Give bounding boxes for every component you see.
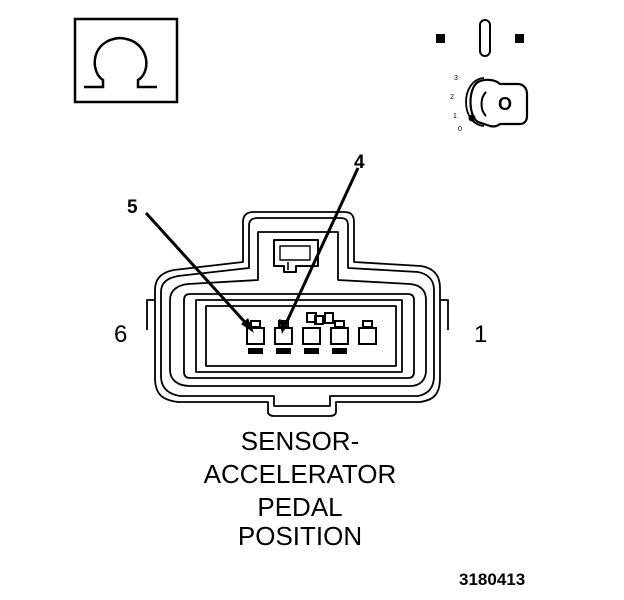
key-position-0: 0 [458, 126, 462, 133]
connector-housing [146, 211, 449, 417]
pin-cavity-2 [358, 320, 377, 345]
key-letter: O [498, 94, 512, 114]
key-position-1: 1 [453, 113, 457, 120]
caption-line-1: SENSOR- [240, 426, 360, 456]
callout-leader-4 [281, 167, 360, 331]
key-position-2: 2 [450, 94, 454, 101]
callout-label-4: 4 [354, 152, 365, 173]
pin-label-right: 1 [474, 321, 488, 348]
callout-arrow-4 [279, 319, 288, 334]
pin-label-left: 6 [114, 321, 128, 348]
callout-leaders [144, 167, 360, 332]
figure-id: 3180413 [459, 570, 526, 589]
callout-label-5: 5 [127, 197, 138, 218]
key-position-3: 3 [454, 75, 458, 82]
caption-line-4: POSITION [237, 521, 363, 551]
caption-line-2: ACCELERATOR [203, 459, 397, 489]
pin-cavity-1 [314, 312, 334, 325]
pin-cavity-3 [330, 320, 349, 354]
ohm-symbol-icon [73, 17, 179, 104]
ignition-key-icon: 3 2 1 0 O [436, 19, 529, 133]
pin-cavity-6 [246, 320, 265, 354]
caption-line-3: PEDAL [257, 492, 343, 522]
pin-cavities [246, 312, 377, 354]
callout-arrowheads [241, 318, 288, 334]
callout-leader-5 [144, 211, 254, 332]
pin-cavity-4 [302, 312, 321, 354]
callout-arrow-5 [241, 318, 254, 333]
